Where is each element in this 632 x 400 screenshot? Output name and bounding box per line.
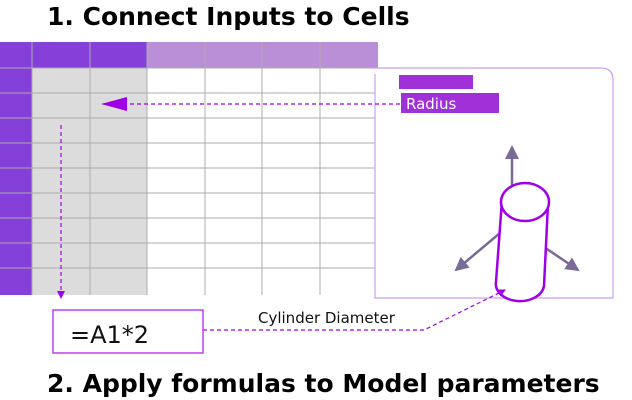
step2-title: 2. Apply formulas to Model parameters [47, 369, 600, 398]
spreadsheet [0, 42, 378, 295]
radius-label: Radius [406, 95, 456, 113]
radius-input[interactable] [401, 93, 499, 113]
transform-gizmo [454, 145, 580, 272]
cylinder-diameter-label: Cylinder Diameter [258, 309, 396, 327]
input-slot[interactable] [399, 75, 473, 89]
formula-text: =A1*2 [70, 321, 149, 349]
step1-title: 1. Connect Inputs to Cells [47, 2, 410, 31]
header-row-selected [0, 42, 147, 68]
row-header-column [0, 68, 32, 295]
model-panel [370, 67, 614, 299]
parameter-connector-arrow [203, 289, 506, 331]
cylinder-icon[interactable] [494, 181, 551, 303]
formula-box[interactable] [52, 309, 204, 354]
axis-left-arrow-icon [454, 232, 501, 272]
grid-lines [0, 42, 378, 295]
axis-right-arrow-icon [543, 245, 580, 272]
